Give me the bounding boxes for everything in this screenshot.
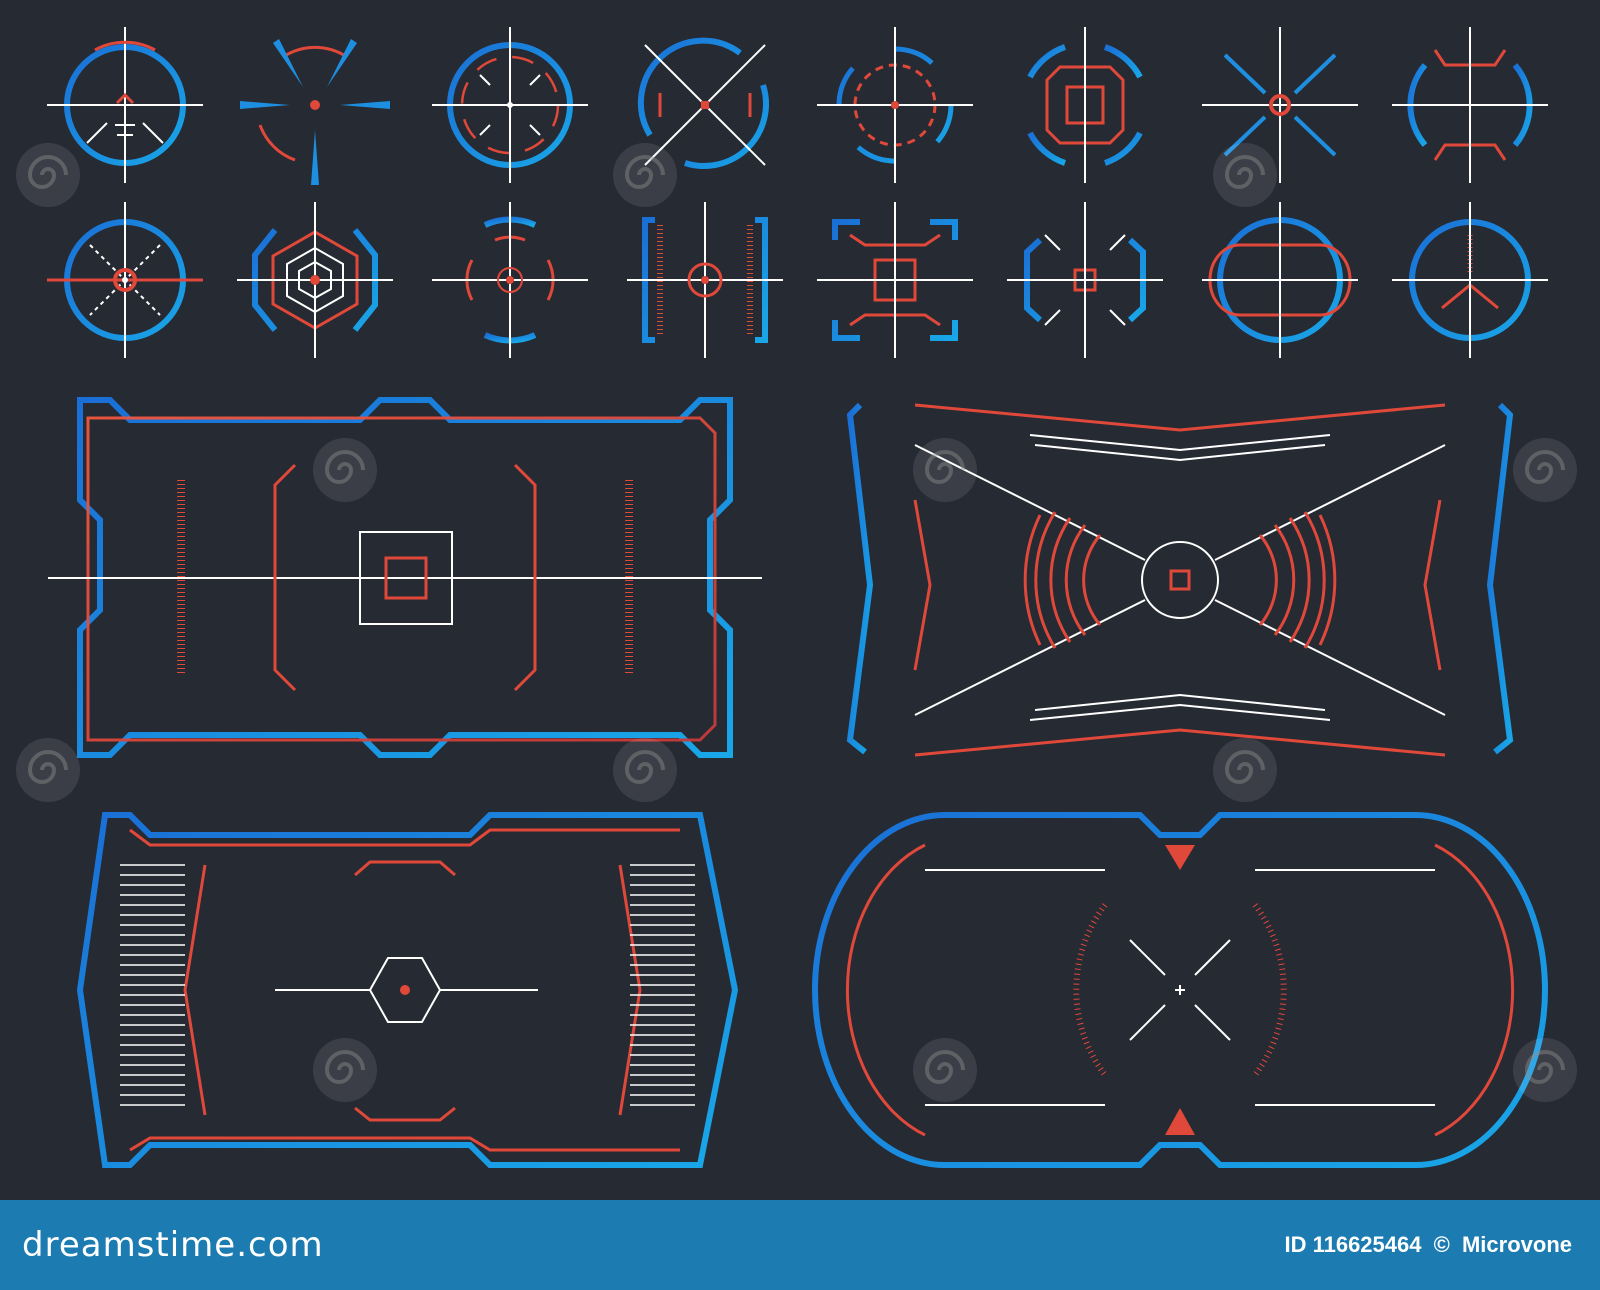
crosshair-12: [627, 202, 783, 358]
crosshair-9: [47, 202, 203, 358]
crosshair-13: [817, 202, 973, 358]
crosshair-10: [237, 202, 393, 358]
brand-logo-text[interactable]: dreamstime.com: [22, 1225, 324, 1265]
crosshair-6: [1027, 27, 1143, 183]
image-credit: ID 116625464 © Microvone: [1278, 1232, 1572, 1258]
crosshair-16: [1392, 202, 1548, 358]
crosshair-4: [637, 37, 769, 169]
copyright-symbol: ©: [1433, 1232, 1450, 1257]
spiral-logo-icon: [16, 738, 80, 802]
spiral-logo-icon: [613, 143, 677, 207]
crosshair-3: [432, 27, 588, 183]
spiral-logo-icon: [313, 1038, 377, 1102]
spiral-logo-icon: [1213, 143, 1277, 207]
crosshair-5: [817, 27, 973, 183]
hud-frame-2: [846, 402, 1514, 757]
spiral-logo-icon: [1513, 438, 1577, 502]
spiral-logo-icon: [913, 1038, 977, 1102]
spiral-logo-icon: [613, 738, 677, 802]
watermark-layer: [16, 143, 1577, 1102]
footer-bar: dreamstime.com ID 116625464 © Microvone: [0, 1200, 1600, 1290]
spiral-logo-icon: [1213, 738, 1277, 802]
crosshair-7: [1202, 27, 1358, 183]
crosshair-14: [1007, 202, 1163, 358]
crosshair-2: [240, 39, 390, 185]
hud-frame-3: [76, 812, 739, 1168]
spiral-logo-icon: [313, 438, 377, 502]
spiral-logo-icon: [913, 438, 977, 502]
crosshair-11: [432, 202, 588, 358]
spiral-logo-icon: [16, 143, 80, 207]
image-id: ID 116625464: [1284, 1232, 1422, 1257]
spiral-logo-icon: [1513, 1038, 1577, 1102]
hud-frame-4: [812, 812, 1548, 1168]
crosshair-8: [1392, 27, 1548, 183]
crosshair-1: [47, 27, 203, 183]
hud-illustration: [16, 27, 1577, 1168]
hud-frame-1: [48, 397, 762, 758]
author-name[interactable]: Microvone: [1461, 1232, 1572, 1257]
crosshair-15: [1202, 202, 1358, 358]
